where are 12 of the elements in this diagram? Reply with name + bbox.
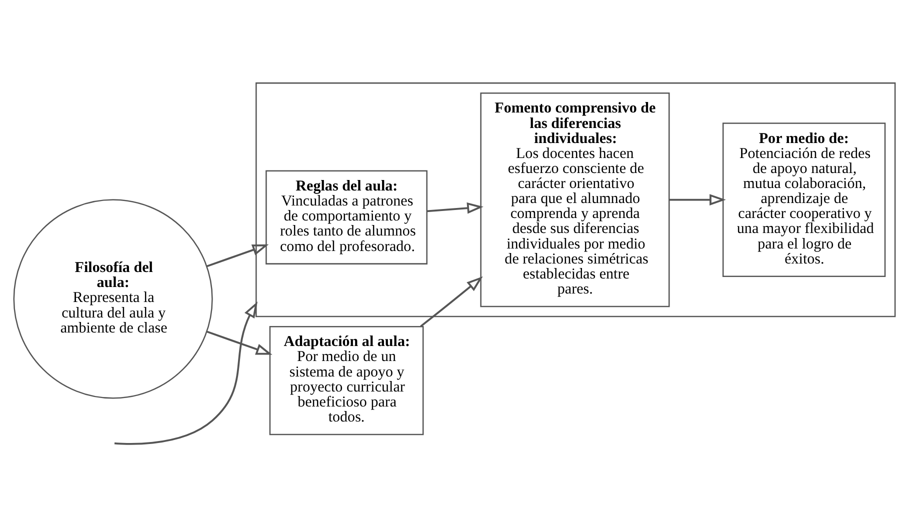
node-box: Reglas del aula: Vinculadas a patrones de comportamiento y roles tanto de alumnos como del profesorado. — [266, 170, 428, 264]
node-circle: Filosofía del aula: Representa la cultura del aula y ambiente de clase — [13, 198, 213, 398]
node-box: Por medio de: Potenciación de redes de apoyo natural, mutua colaboración, aprendizaje de carácter cooperativo y una mayor flexibilidad para el logro de éxitos. — [722, 122, 886, 276]
arrow — [206, 244, 269, 267]
arrow — [669, 194, 726, 206]
arrow — [114, 301, 258, 444]
cluster — [256, 82, 896, 317]
node-box: Adaptación al aula: Por medio de un sistema de apoyo y proyecto curricular beneficioso para todos. — [269, 325, 424, 435]
node-box: Fomento comprensivo de las diferencias individuales: Los docentes hacen esfuerzo consciente de carácter orientativo para que el alumnado comprenda y aprenda desde sus diferencias individuales por medio de relaciones simétricas establecidas entre pares. — [480, 92, 670, 307]
arrow — [420, 276, 483, 327]
arrow — [427, 202, 484, 214]
arrow — [206, 330, 272, 354]
